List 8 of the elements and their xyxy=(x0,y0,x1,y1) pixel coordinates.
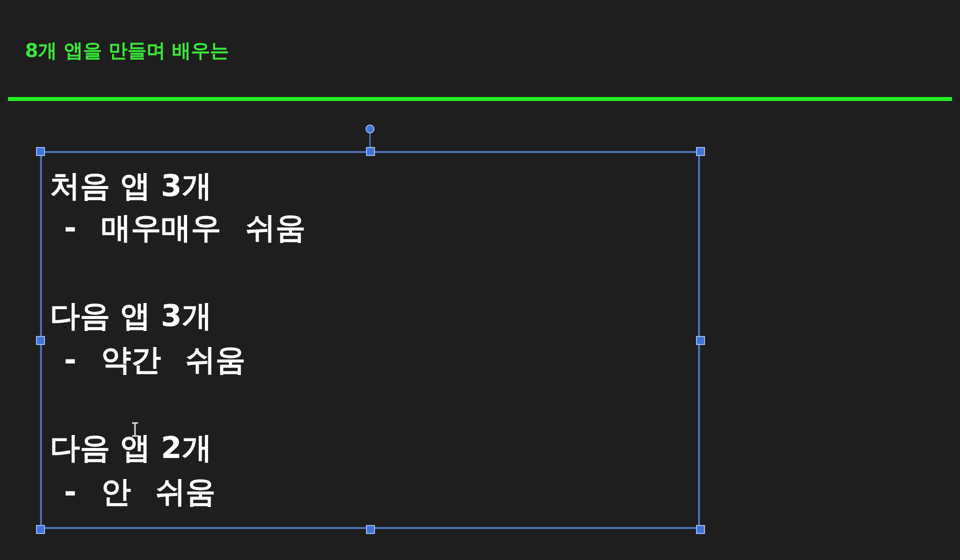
bullet-text: - 안 쉬움 xyxy=(64,475,216,511)
heading-text: 처음 앱 3개 xyxy=(50,169,212,205)
text-box-selection xyxy=(40,151,700,529)
bullet-text: - 매우매우 쉬움 xyxy=(64,211,306,247)
heading-text: 다음 앱 2개 xyxy=(50,431,212,467)
heading-text: 다음 앱 3개 xyxy=(50,299,212,335)
bullet-text: - 약간 쉬움 xyxy=(64,343,246,379)
slide-title: 8개 앱을 만들며 배우는 xyxy=(25,39,230,64)
